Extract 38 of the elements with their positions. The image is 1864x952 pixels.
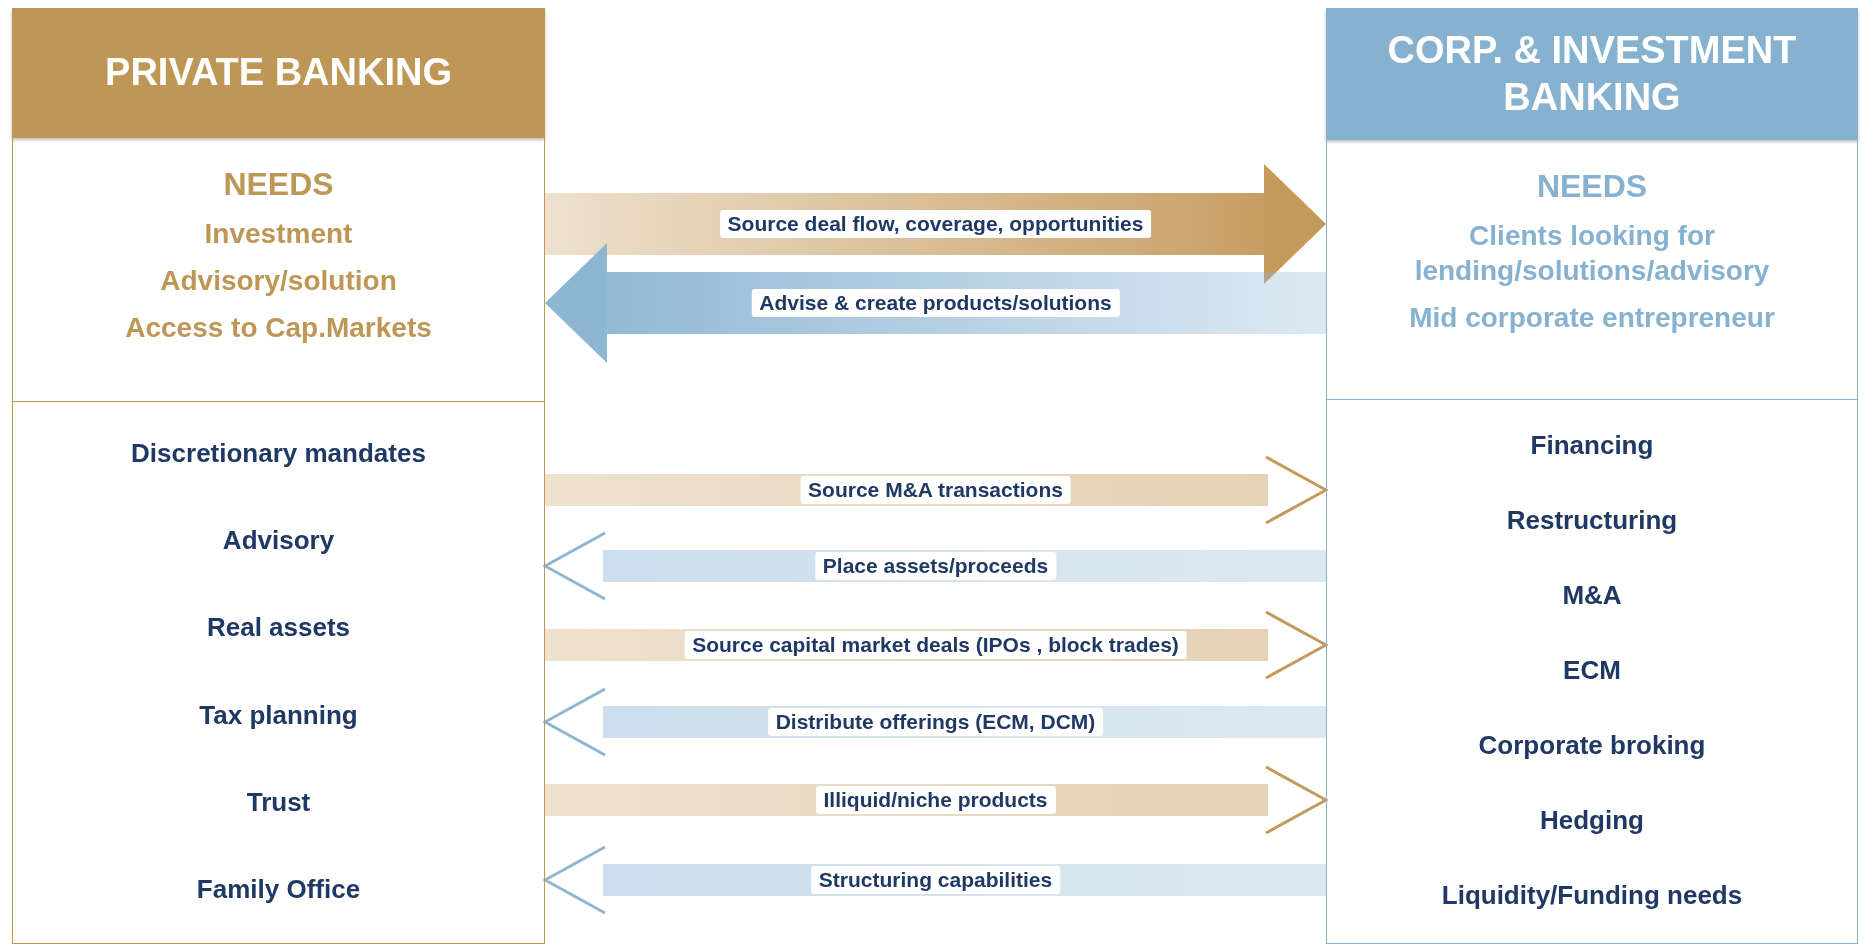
edge-label: Illiquid/niche products — [815, 786, 1056, 814]
arrow — [545, 243, 1326, 363]
arrow — [545, 765, 1328, 835]
services-panel — [1326, 400, 1858, 944]
service-text: Hedging — [1540, 805, 1644, 836]
need-text: Advisory/solution — [160, 264, 397, 298]
column-heading: PRIVATE BANKING — [12, 8, 545, 138]
service-text: Real assets — [206, 612, 351, 644]
edge-label: Place assets/proceeds — [814, 552, 1057, 580]
edge-label: Advise & create products/solutions — [751, 289, 1120, 317]
service-text: Tax planning — [199, 699, 358, 731]
service-text: M&A — [1562, 580, 1622, 611]
need-text: Investment — [204, 217, 353, 251]
needs-heading: NEEDS — [223, 165, 334, 204]
arrow — [545, 455, 1328, 525]
service-text: Restructuring — [1506, 505, 1678, 536]
service-text: Corporate broking — [1478, 730, 1706, 761]
needs-heading: NEEDS — [1536, 167, 1648, 206]
edge-label: Source capital market deals (IPOs , block trades) — [684, 631, 1187, 659]
needs-panel — [1326, 140, 1858, 400]
service-text: ECM — [1563, 655, 1621, 686]
service-text: Financing — [1530, 430, 1654, 461]
needs-panel — [12, 138, 545, 402]
edge-label: Source M&A transactions — [800, 476, 1071, 504]
arrow — [543, 845, 1326, 915]
service-text: Liquidity/Funding needs — [1441, 880, 1743, 911]
services-panel — [12, 402, 545, 944]
need-text: Clients looking for lending/solutions/advisory — [1413, 219, 1771, 288]
service-text: Trust — [246, 786, 311, 818]
edge-label: Source deal flow, coverage, opportunities — [719, 210, 1152, 238]
edge-label: Distribute offerings (ECM, DCM) — [767, 708, 1104, 736]
edge-label: Structuring capabilities — [810, 866, 1061, 894]
service-text: Discretionary mandates — [131, 438, 426, 470]
need-text: Mid corporate entrepreneur — [1409, 301, 1775, 335]
need-text: Access to Cap.Markets — [125, 311, 432, 345]
column-heading: CORP. & INVESTMENT BANKING — [1326, 8, 1858, 140]
service-text: Family Office — [196, 873, 361, 905]
service-text: Advisory — [222, 525, 335, 557]
